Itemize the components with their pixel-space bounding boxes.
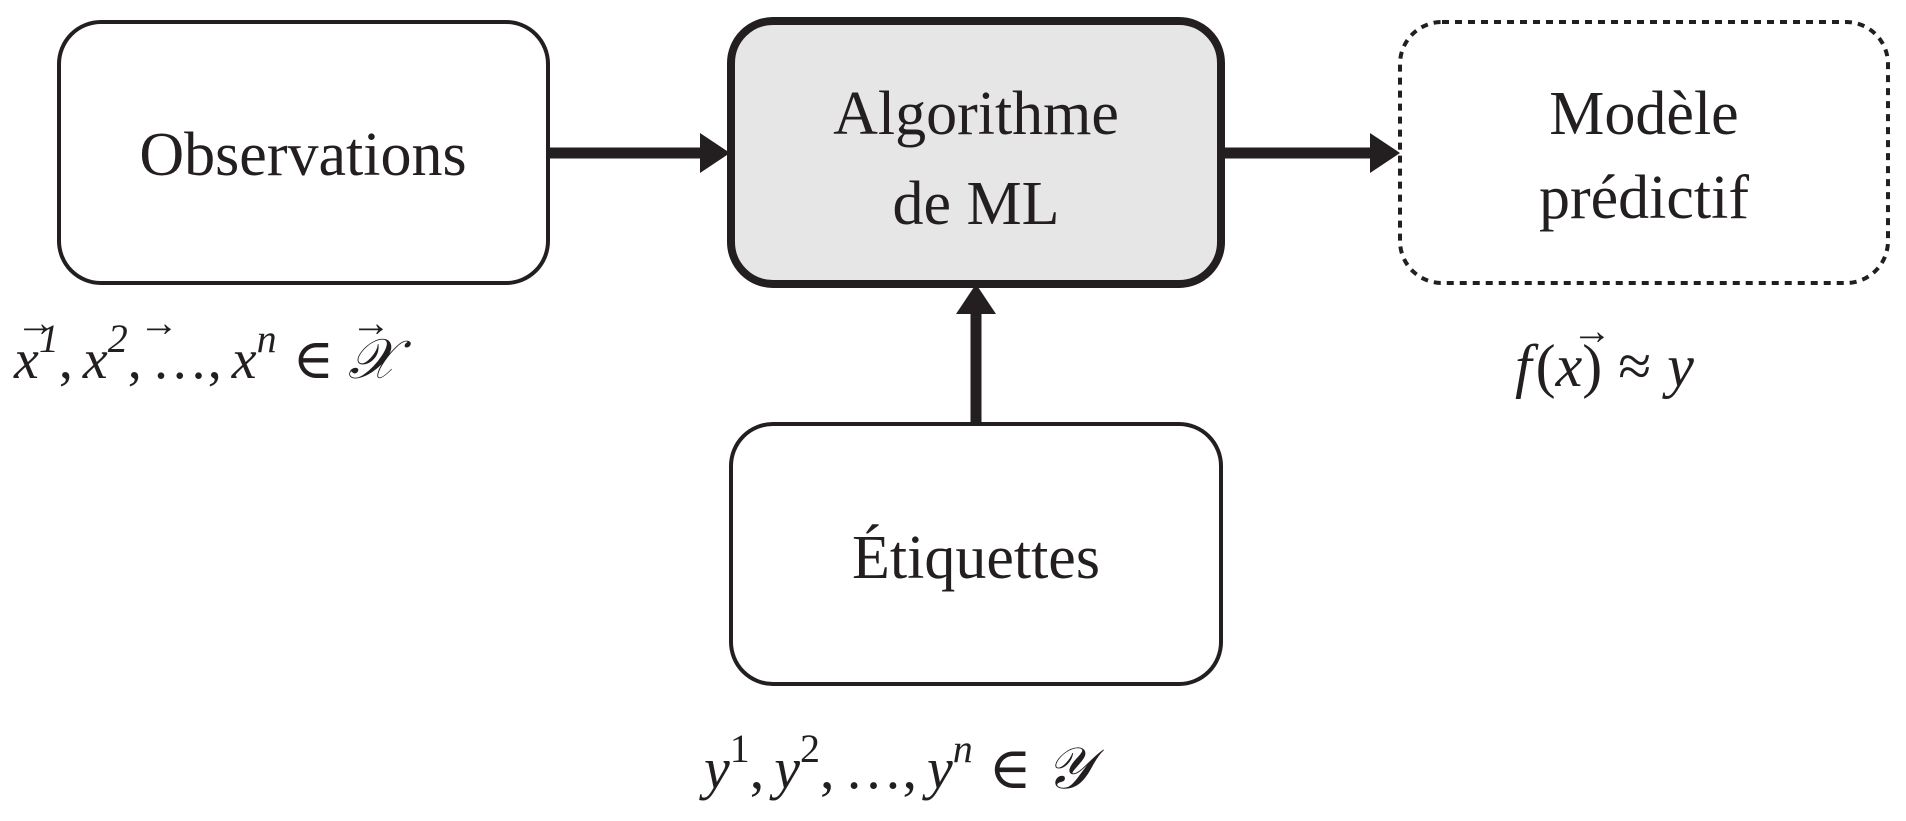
math-labels-y2: y bbox=[769, 736, 800, 801]
math-observations-vecn: → bbox=[351, 300, 391, 345]
node-labels-label: Étiquettes bbox=[852, 524, 1100, 592]
arrow-algorithm-to-model bbox=[1223, 133, 1400, 173]
math-observations-supn: n bbox=[257, 316, 277, 361]
node-model-label-line2: prédictif bbox=[1539, 164, 1749, 232]
node-algorithm-label-line2: de ML bbox=[892, 170, 1059, 238]
node-model-box bbox=[1398, 20, 1890, 285]
node-algorithm: Algorithme de ML bbox=[727, 17, 1225, 288]
svg-text:f(x)≈y: f(x)≈y bbox=[1515, 333, 1694, 399]
node-model: Modèle prédictif bbox=[1398, 20, 1890, 285]
node-algorithm-box bbox=[727, 17, 1225, 288]
math-labels: y1,y2,…,yn∈𝒴 bbox=[699, 726, 1105, 801]
math-labels-comma1: , bbox=[750, 736, 765, 801]
math-model-y: y bbox=[1661, 333, 1694, 399]
math-labels-supn: n bbox=[953, 726, 973, 771]
math-observations-ellipsis: … bbox=[152, 329, 208, 391]
math-model-open: ( bbox=[1536, 333, 1556, 399]
node-observations: Observations bbox=[57, 20, 550, 285]
math-labels-sup1: 1 bbox=[730, 726, 750, 771]
math-observations-sup1: 1 bbox=[39, 316, 59, 361]
math-model-vec: → bbox=[1572, 308, 1612, 353]
math-observations-xn: x bbox=[231, 329, 257, 391]
node-model-label-line1: Modèle bbox=[1549, 80, 1738, 148]
math-observations-sup2: 2 bbox=[108, 316, 128, 361]
svg-text:x1,x2,…,xn∈𝒳: x1,x2,…,xn∈𝒳 bbox=[13, 316, 412, 391]
node-algorithm-label-line1: Algorithme bbox=[833, 80, 1119, 148]
arrow-observations-to-algorithm bbox=[550, 133, 730, 173]
math-labels-y1: y bbox=[699, 736, 730, 801]
math-labels-comma2: , bbox=[820, 736, 835, 801]
arrow-labels-to-algorithm bbox=[956, 284, 996, 424]
math-observations: x1,x2,…,xn∈𝒳 → → → bbox=[13, 300, 412, 391]
math-observations-comma1: , bbox=[59, 329, 73, 391]
svg-text:y1,y2,…,yn∈𝒴: y1,y2,…,yn∈𝒴 bbox=[699, 726, 1105, 801]
math-observations-x2: x bbox=[82, 329, 108, 391]
math-model-approx: ≈ bbox=[1618, 333, 1651, 399]
node-observations-label: Observations bbox=[139, 121, 466, 189]
node-labels-box bbox=[729, 422, 1223, 686]
node-observations-box bbox=[57, 20, 550, 285]
math-model-x: x bbox=[1555, 333, 1583, 399]
math-model: f(x)≈y → bbox=[1515, 308, 1694, 399]
math-labels-yn: y bbox=[922, 736, 953, 801]
math-observations-vec1: → bbox=[16, 300, 56, 345]
math-observations-in: ∈ bbox=[293, 329, 334, 391]
math-observations-x1: x bbox=[13, 329, 39, 391]
math-labels-set: 𝒴 bbox=[1046, 736, 1105, 801]
math-labels-sup2: 2 bbox=[800, 726, 820, 771]
math-labels-comma3: , bbox=[903, 736, 918, 801]
math-labels-ellipsis: … bbox=[845, 736, 903, 801]
math-model-close: ) bbox=[1582, 333, 1602, 399]
math-observations-vec2: → bbox=[139, 300, 179, 345]
math-observations-comma2: , bbox=[128, 329, 142, 391]
math-labels-in: ∈ bbox=[989, 736, 1032, 801]
math-observations-comma3: , bbox=[208, 329, 222, 391]
node-labels: Étiquettes bbox=[729, 422, 1223, 686]
